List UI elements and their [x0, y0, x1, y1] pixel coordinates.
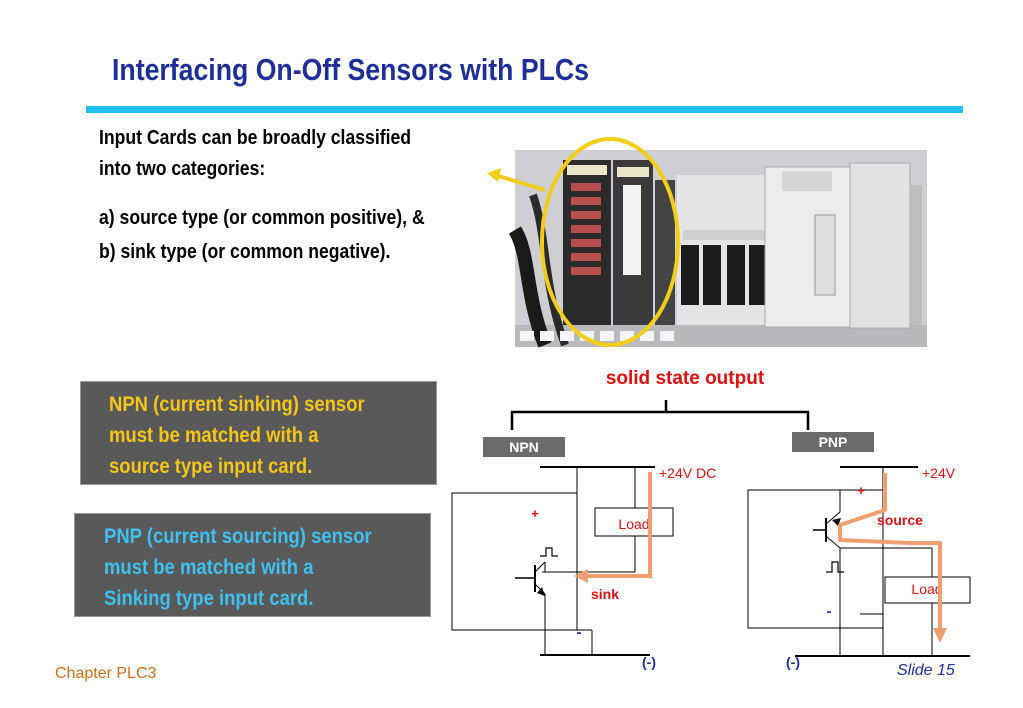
pnp-info-box: PNP (current sourcing) sensor must be ma… [74, 513, 431, 617]
pnp-supply-label: +24V [922, 465, 956, 481]
footer-chapter: Chapter PLC3 [55, 665, 157, 682]
npn-load-label: Load [618, 516, 649, 532]
source-arrow-icon [933, 628, 947, 643]
pnp-label: PNP [819, 434, 848, 450]
npn-box-line-2: must be matched with a [109, 424, 319, 447]
pnp-load-label: Load [911, 581, 942, 597]
page-title: Interfacing On-Off Sensors with PLCs [112, 52, 589, 87]
intro-item-a: a) source type (or common positive), & [99, 207, 425, 229]
pnp-ground-label: (-) [786, 654, 800, 670]
pnp-box-line-2: must be matched with a [104, 556, 314, 579]
intro-item-b: b) sink type (or common negative). [99, 241, 391, 263]
npn-plus: + [531, 506, 539, 521]
pnp-plus: + [857, 483, 865, 498]
npn-label: NPN [509, 439, 539, 455]
title-underline [86, 106, 963, 113]
npn-info-box: NPN (current sinking) sensor must be mat… [80, 381, 437, 485]
footer-slide-number: Slide 15 [897, 662, 955, 679]
circuit-diagram: solid state output NPN PNP + - +24V DC L… [451, 368, 971, 670]
npn-box-line-3: source type input card. [109, 455, 313, 478]
sink-label: sink [591, 586, 619, 602]
npn-ground-label: (-) [642, 654, 656, 670]
source-current-path [838, 473, 942, 630]
pointer-arrow-icon [487, 168, 501, 182]
diagram-heading: solid state output [606, 368, 765, 389]
pnp-label-box [792, 432, 874, 452]
plc-photo [487, 137, 927, 348]
npn-supply-label: +24V DC [659, 465, 716, 481]
highlight-ellipse [540, 137, 680, 347]
intro-line-2: into two categories: [99, 158, 266, 180]
pnp-box-line-1: PNP (current sourcing) sensor [104, 525, 372, 548]
source-label: source [877, 512, 923, 528]
pnp-box-line-3: Sinking type input card. [104, 587, 314, 610]
npn-box-line-1: NPN (current sinking) sensor [109, 393, 365, 416]
sink-current-path [586, 472, 652, 578]
npn-minus: - [577, 624, 582, 641]
intro-line-1: Input Cards can be broadly classified [99, 127, 412, 149]
npn-label-box [483, 437, 565, 457]
sink-arrow-icon [574, 569, 588, 583]
pnp-minus: - [827, 603, 832, 620]
